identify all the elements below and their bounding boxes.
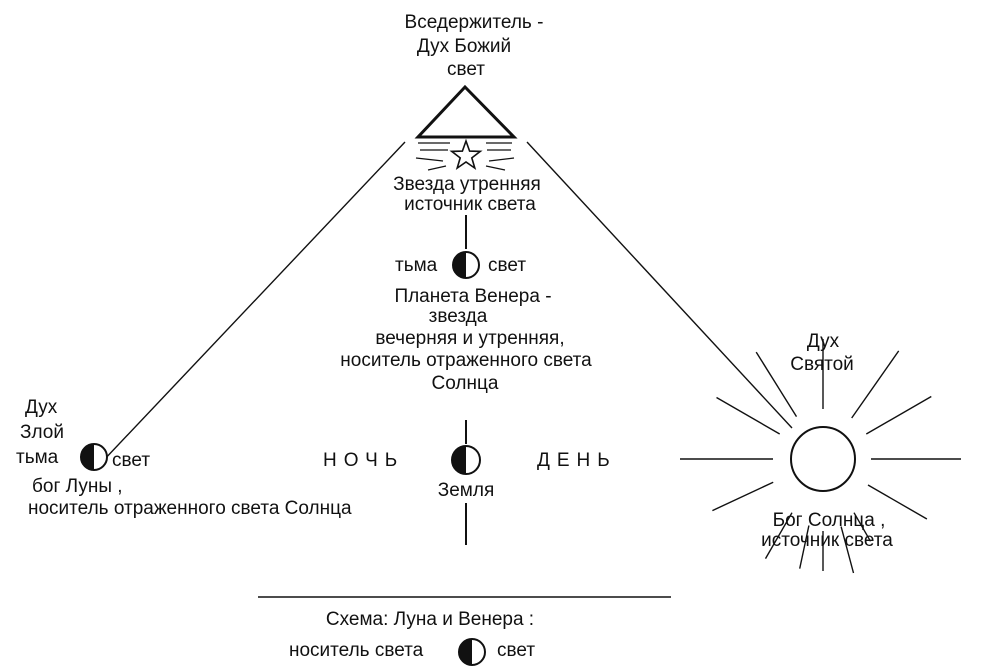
moon-label-4: носитель отраженного света Солнца: [28, 498, 352, 519]
moon-light-label: свет: [112, 450, 151, 471]
night-label: НОЧЬ: [323, 450, 405, 471]
venus-dark-label: тьма: [395, 255, 438, 276]
caption-line-2a: носитель света: [289, 640, 424, 661]
moon-label-2: Злой: [20, 422, 64, 443]
half-disc-icon: [452, 251, 480, 279]
sun-rays: [680, 339, 961, 574]
morning-star-label-2: источник света: [404, 194, 536, 215]
venus-label-3: вечерняя и утренняя,: [375, 328, 565, 349]
venus-light-label: свет: [488, 255, 527, 276]
sun-ray: [716, 396, 781, 435]
pyramid-right-side: [526, 141, 793, 429]
sun-ray: [755, 351, 798, 417]
sun-spirit-label-2: Святой: [790, 354, 854, 375]
sun-icon: [790, 426, 856, 492]
venus-label-5: Солнца: [431, 373, 499, 394]
sun-ray: [853, 512, 872, 542]
venus-label-4: носитель отраженного света: [340, 350, 592, 371]
half-disc-icon: [451, 445, 481, 475]
star-icon: [449, 138, 483, 171]
pyramid-left-side: [101, 141, 406, 463]
apex-label-1: Вседержитель -: [404, 12, 544, 33]
caption-line-1: Схема: Луна и Венера :: [325, 609, 535, 630]
apex-label-2: Дух Божий: [416, 36, 512, 57]
earth-label: Земля: [437, 480, 495, 501]
sun-ray: [840, 526, 855, 574]
morning-star-label-1: Звезда утренняя: [393, 174, 541, 195]
moon-label-1: Дух: [25, 397, 58, 418]
sun-spirit-label-1: Дух: [806, 331, 840, 352]
caption-line-2b: свет: [497, 640, 536, 661]
apex-label-3: свет: [446, 59, 486, 80]
apex-triangle: [414, 84, 518, 139]
venus-label-2: звезда: [428, 306, 488, 327]
half-disc-icon: [458, 638, 486, 666]
sun-ray: [712, 481, 774, 512]
sun-label-2: источник света: [761, 530, 893, 551]
venus-label-1: Планета Венера -: [394, 286, 552, 307]
moon-label-3: бог Луны ,: [32, 476, 123, 497]
star-rays: [415, 142, 515, 171]
moon-dark-label: тьма: [16, 447, 59, 468]
sun-ray: [867, 484, 928, 520]
half-disc-icon: [80, 443, 108, 471]
sun-ray: [799, 525, 810, 569]
sun-ray: [764, 512, 793, 559]
sun-ray: [851, 350, 900, 419]
sun-ray: [865, 395, 932, 435]
sun-label-1: Бог Солнца ,: [772, 510, 886, 531]
day-label: ДЕНЬ: [537, 450, 617, 471]
